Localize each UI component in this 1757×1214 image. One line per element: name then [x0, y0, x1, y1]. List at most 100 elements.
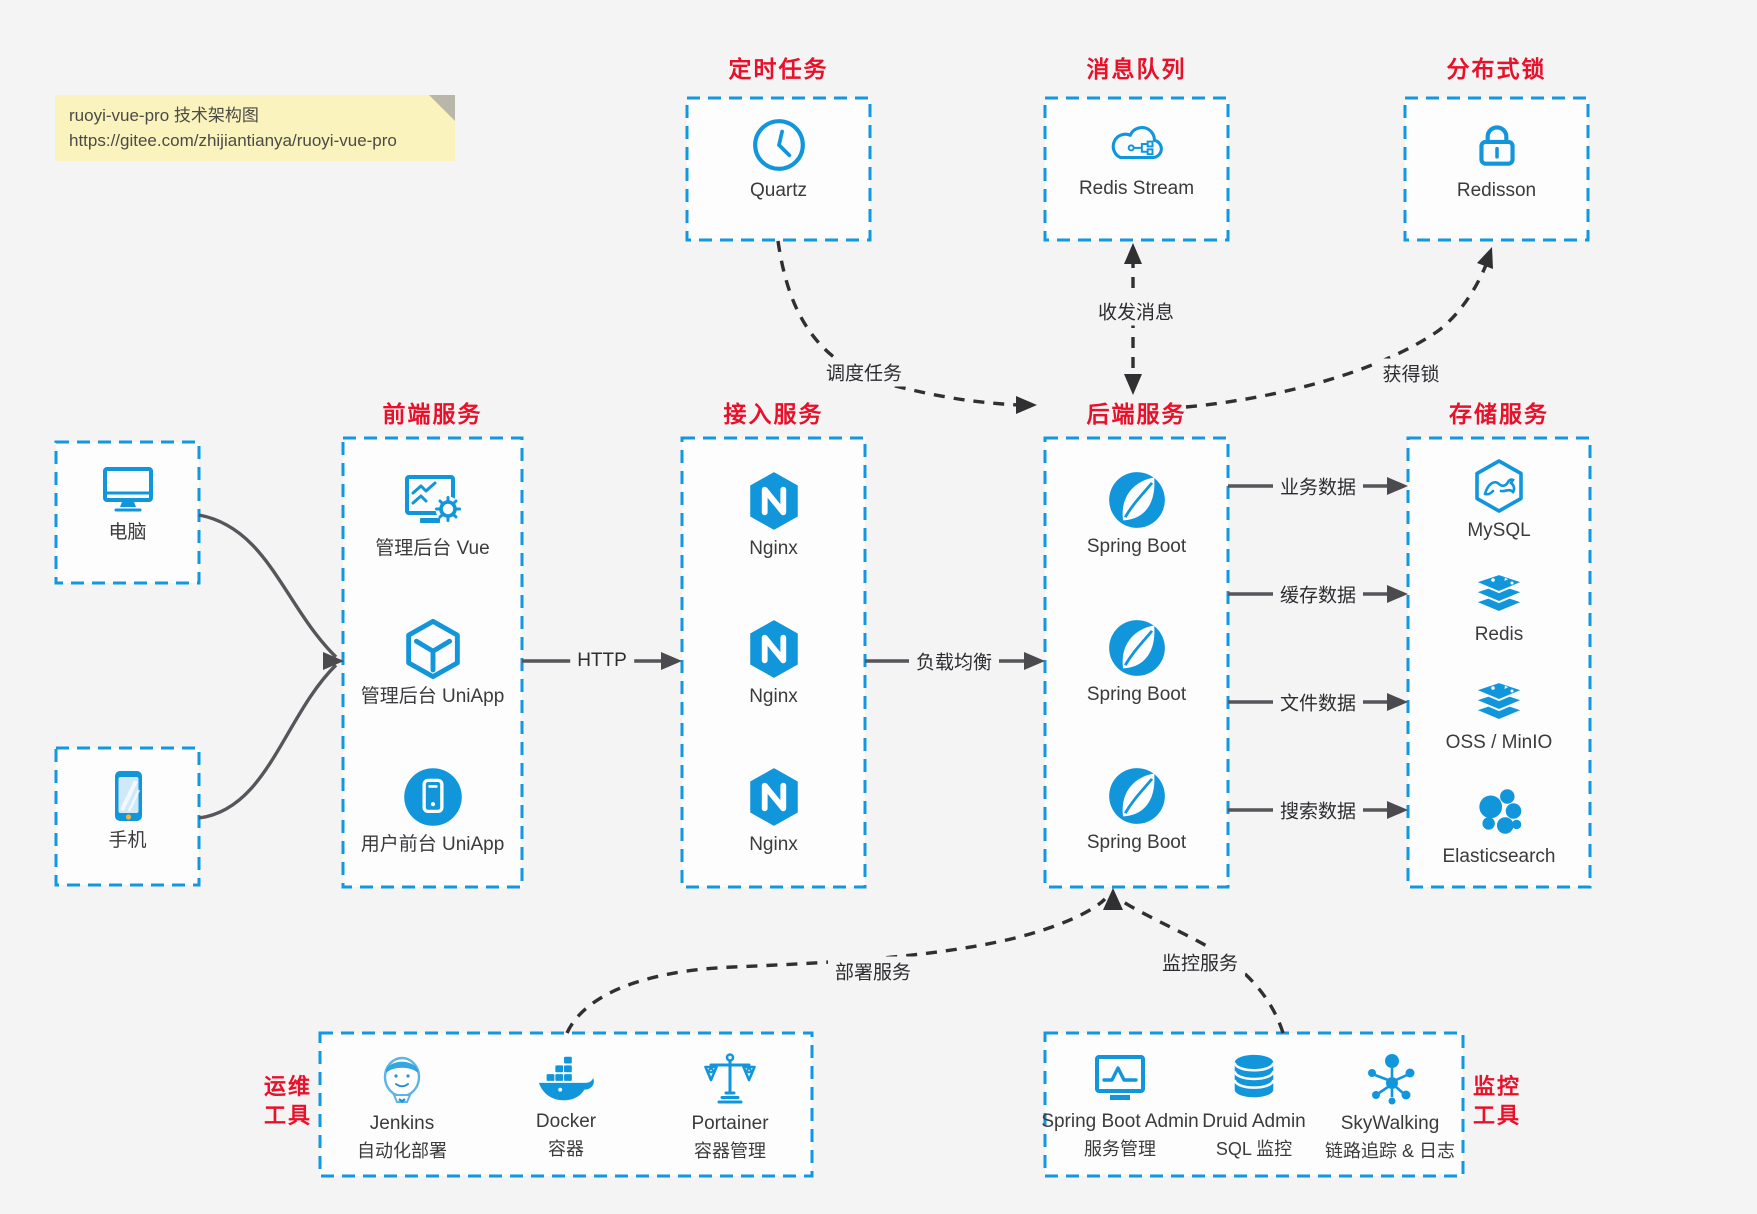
arrowhead-file-data — [1387, 693, 1408, 711]
title-monitor: 监控 工具 — [1473, 1074, 1522, 1128]
skywalking-graph-icon — [1362, 1051, 1418, 1107]
cube-icon — [402, 618, 464, 680]
arrowhead-load-balance — [1024, 652, 1045, 670]
spring-leaf-icon — [1107, 618, 1167, 678]
node-label: 用户前台 UniApp — [360, 834, 505, 855]
title-frontend: 前端服务 — [382, 401, 483, 427]
node-label: Spring Boot Admin — [1041, 1111, 1199, 1132]
node-label: Nginx — [749, 834, 798, 855]
node-sublabel: SQL 监控 — [1215, 1139, 1293, 1159]
app-circle-icon — [402, 766, 464, 828]
mysql-dolphin-icon — [1471, 458, 1527, 514]
elasticsearch-cluster-icon — [1470, 782, 1528, 840]
node-elasticsearch: Elasticsearch — [1408, 782, 1590, 868]
arrowhead-deploy-monitor — [1103, 888, 1123, 910]
desktop-icon — [100, 460, 156, 516]
node-sublabel: 链路追踪 & 日志 — [1324, 1141, 1455, 1161]
node-mysql: MySQL — [1408, 458, 1590, 542]
portainer-scale-icon — [702, 1051, 758, 1107]
node-label: Docker — [535, 1111, 597, 1132]
node-nginx-3: Nginx — [682, 766, 865, 856]
node-label: Redis — [1474, 624, 1524, 645]
edge-label-schedule-task: 调度任务 — [818, 357, 910, 387]
edge-label-load-balance: 负载均衡 — [908, 646, 1000, 676]
node-spring-boot-1: Spring Boot — [1045, 470, 1228, 558]
title-mq: 消息队列 — [1086, 56, 1187, 82]
node-spring-boot-admin: Spring Boot Admin 服务管理 — [1035, 1051, 1205, 1160]
arrowhead-http — [661, 652, 682, 670]
lock-icon — [1468, 116, 1526, 174]
node-phone: 手机 — [56, 768, 199, 852]
arrowhead-message-up — [1124, 243, 1142, 264]
nginx-hexagon-icon — [745, 618, 803, 680]
nginx-hexagon-icon — [745, 470, 803, 532]
node-sublabel: 服务管理 — [1084, 1139, 1156, 1159]
jenkins-butler-icon — [374, 1051, 430, 1107]
node-docker: Docker 容器 — [491, 1051, 641, 1160]
redis-stack-icon — [1471, 566, 1527, 618]
node-pc: 电脑 — [56, 460, 199, 544]
edge-label-search-data: 搜索数据 — [1272, 795, 1364, 825]
node-druid-admin: Druid Admin SQL 监控 — [1169, 1051, 1339, 1160]
title-gateway: 接入服务 — [723, 401, 824, 427]
node-sublabel: 自动化部署 — [357, 1141, 447, 1161]
spring-leaf-icon — [1107, 766, 1167, 826]
node-skywalking: SkyWalking 链路追踪 & 日志 — [1305, 1051, 1475, 1162]
node-label: Nginx — [749, 538, 798, 559]
node-redisson: Redisson — [1405, 116, 1588, 202]
arrowhead-cache-data — [1387, 585, 1408, 603]
edge-label-monitor-service: 监控服务 — [1154, 947, 1246, 977]
node-label: Nginx — [749, 686, 798, 707]
storage-stack-icon — [1471, 674, 1527, 726]
node-user-uniapp: 用户前台 UniApp — [343, 766, 522, 856]
node-label: 管理后台 UniApp — [360, 686, 505, 707]
node-admin-uniapp: 管理后台 UniApp — [343, 618, 522, 708]
edge-label-deploy-service: 部署服务 — [827, 956, 919, 986]
node-nginx-1: Nginx — [682, 470, 865, 560]
title-lock: 分布式锁 — [1446, 56, 1547, 82]
arrowhead-message-down — [1124, 374, 1142, 395]
arrow-pc-to-frontend — [198, 513, 338, 659]
arrow-phone-to-frontend — [198, 663, 338, 820]
node-label: Spring Boot — [1086, 832, 1187, 853]
box-border-mq — [1043, 96, 1230, 242]
edge-label-acquire-lock: 获得锁 — [1375, 358, 1447, 388]
nginx-hexagon-icon — [745, 766, 803, 828]
node-oss-minio: OSS / MinIO — [1408, 674, 1590, 754]
smartphone-icon — [100, 768, 156, 824]
arrowhead-acquire-lock — [1477, 247, 1493, 269]
node-label: MySQL — [1467, 520, 1531, 541]
arrowhead-clients — [323, 652, 344, 670]
node-label: OSS / MinIO — [1445, 732, 1553, 753]
note-fold-corner — [429, 95, 455, 121]
node-spring-boot-3: Spring Boot — [1045, 766, 1228, 854]
node-label: Spring Boot — [1086, 536, 1187, 557]
node-sublabel: 容器 — [548, 1139, 584, 1159]
arrow-monitor-service — [1121, 899, 1285, 1034]
note-url: https://gitee.com/zhijiantianya/ruoyi-vu… — [69, 131, 397, 150]
edge-label-http: HTTP — [570, 649, 634, 673]
node-nginx-2: Nginx — [682, 618, 865, 708]
arrowhead-business-data — [1387, 477, 1408, 495]
arrow-acquire-lock — [1185, 259, 1490, 409]
node-label: Druid Admin — [1202, 1111, 1306, 1132]
node-jenkins: Jenkins 自动化部署 — [327, 1051, 477, 1162]
database-cylinder-icon — [1227, 1051, 1281, 1105]
arrowhead-schedule-task — [1016, 396, 1037, 414]
sticky-note: ruoyi-vue-pro 技术架构图 https://gitee.com/zh… — [55, 95, 455, 161]
arrowhead-search-data — [1387, 801, 1408, 819]
note-title: ruoyi-vue-pro 技术架构图 — [69, 106, 259, 125]
docker-whale-icon — [535, 1051, 597, 1105]
edge-label-business-data: 业务数据 — [1272, 471, 1364, 501]
node-label: 电脑 — [108, 522, 147, 543]
edge-label-send-receive-message: 收发消息 — [1090, 296, 1182, 326]
node-label: 手机 — [108, 830, 147, 851]
node-spring-boot-2: Spring Boot — [1045, 618, 1228, 706]
node-label: 管理后台 Vue — [375, 538, 490, 559]
node-label: Jenkins — [369, 1113, 435, 1134]
edge-label-file-data: 文件数据 — [1272, 687, 1364, 717]
title-backend: 后端服务 — [1086, 401, 1187, 427]
node-label: Elasticsearch — [1442, 846, 1556, 867]
